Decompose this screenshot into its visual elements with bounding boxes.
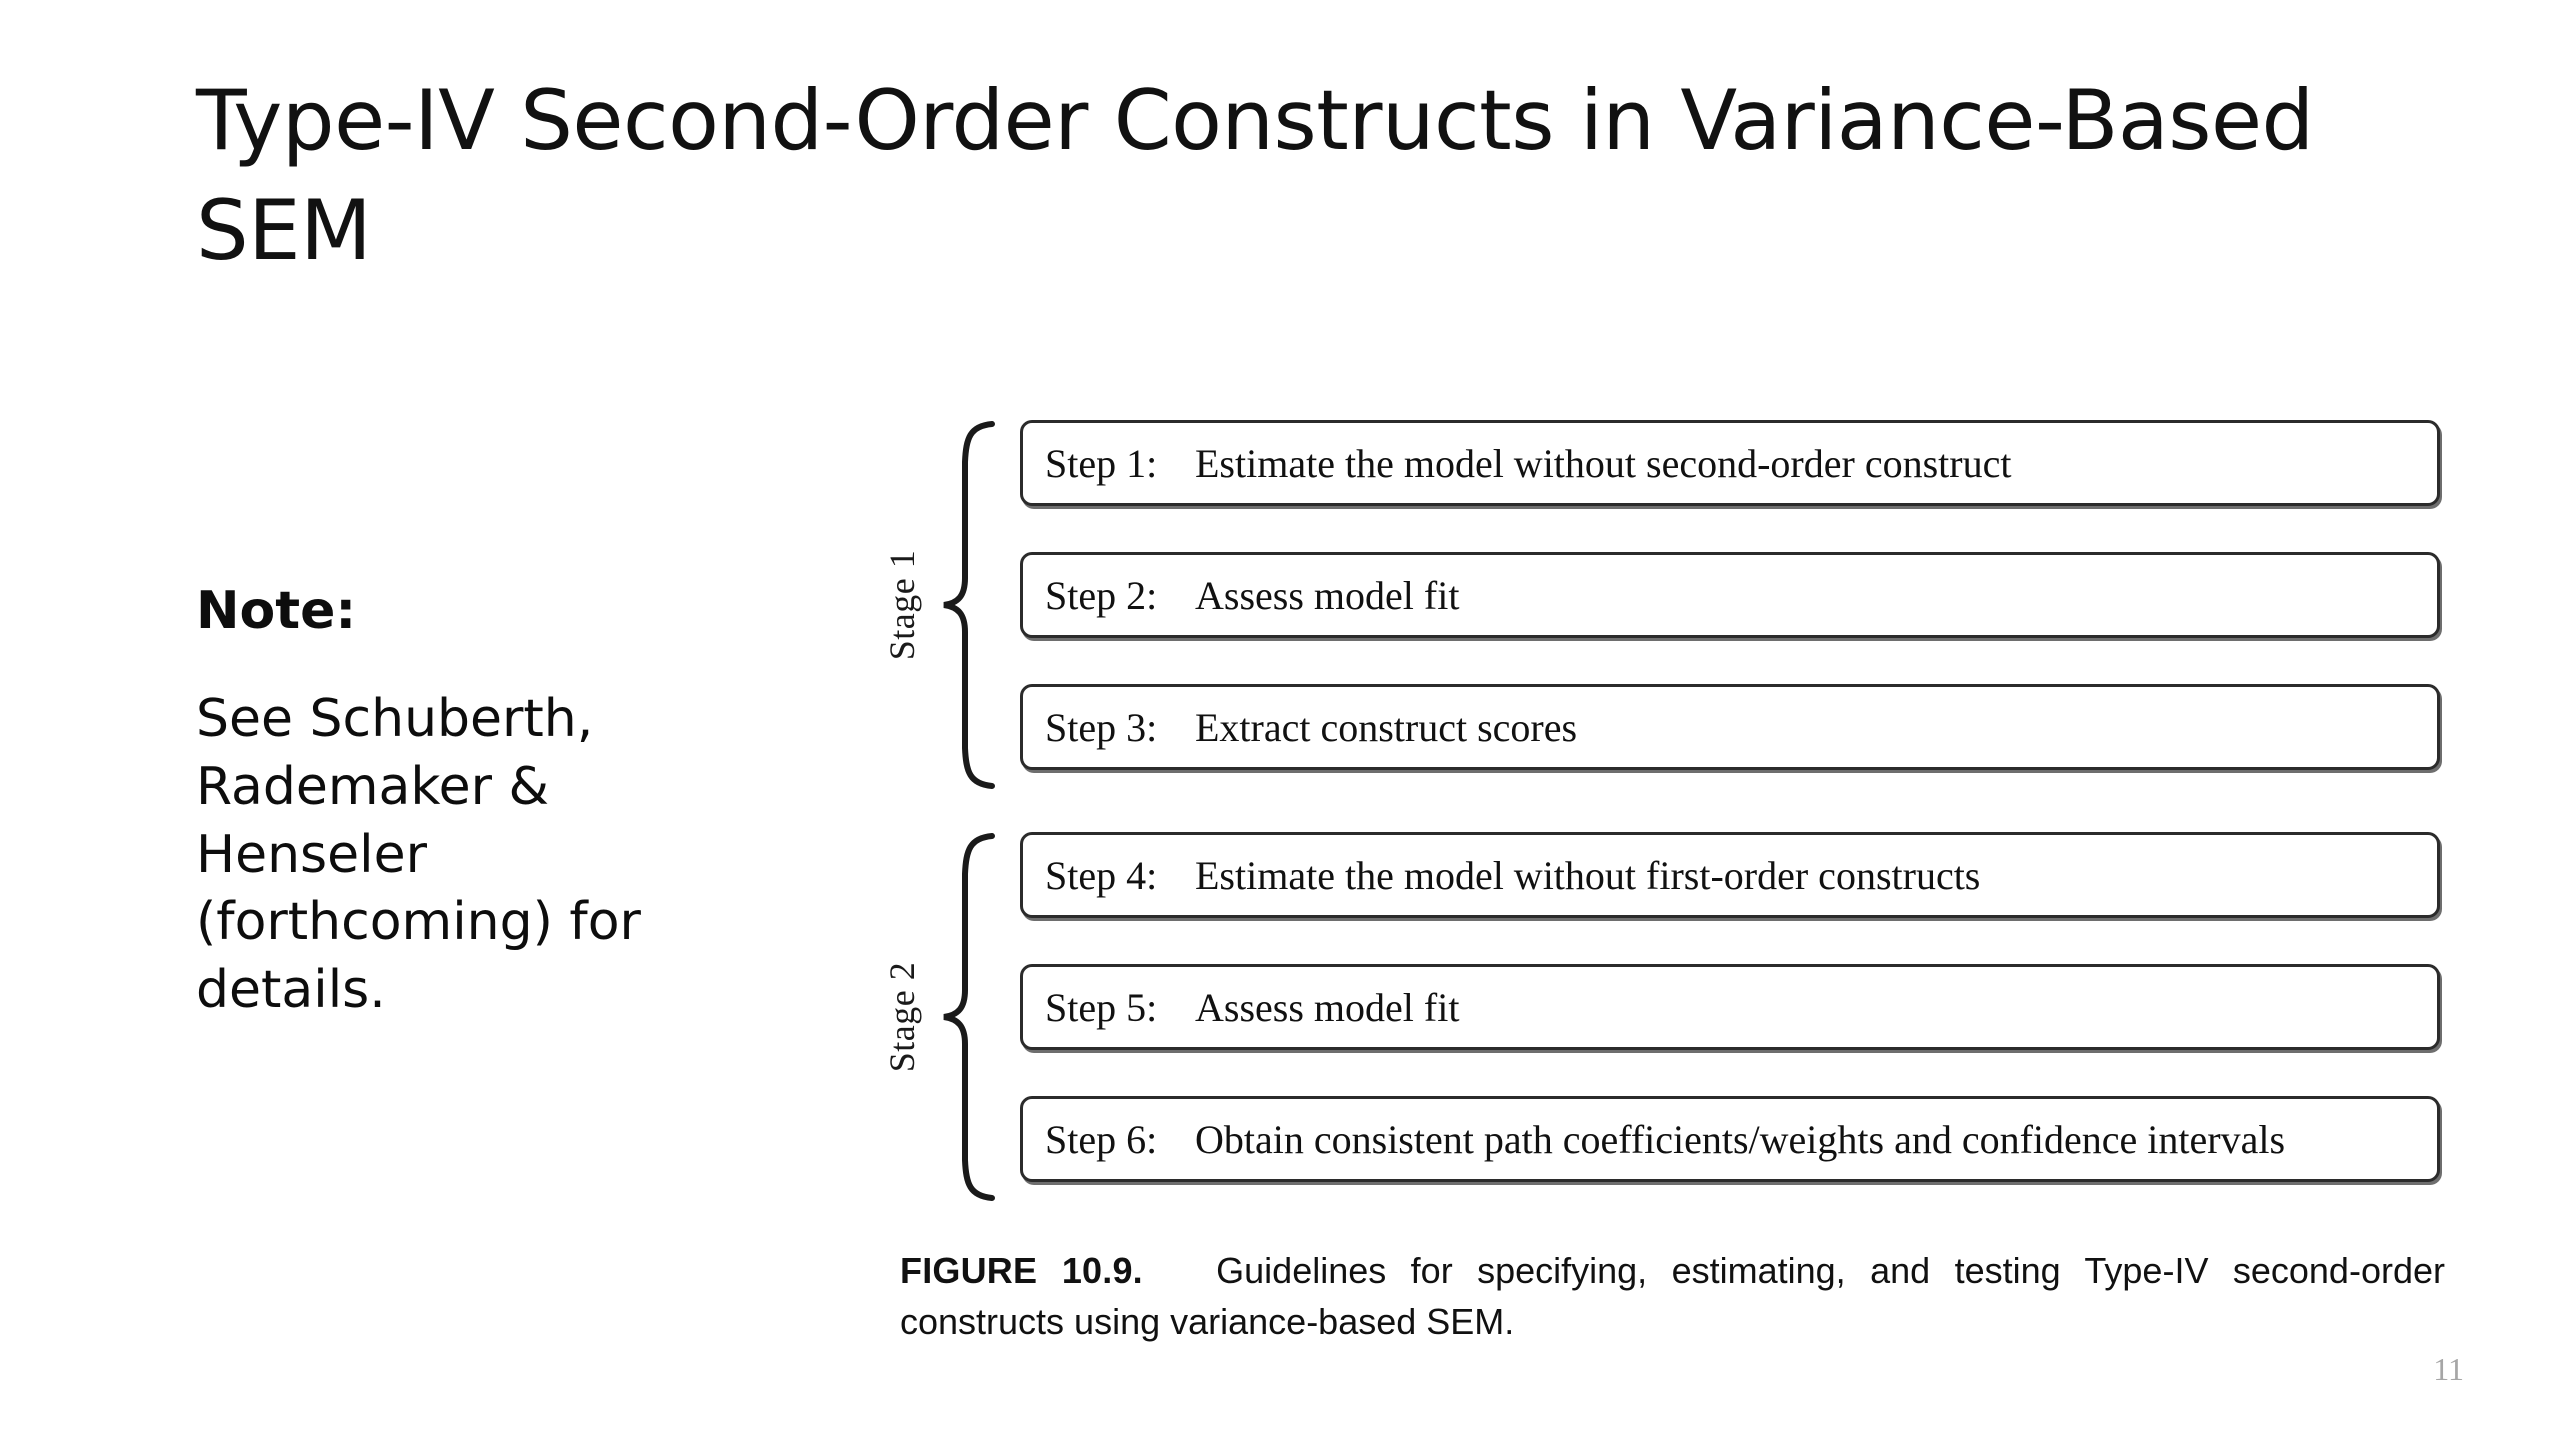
- figure-caption-body: Guidelines for specifying, estimating, a…: [900, 1250, 2445, 1343]
- page-title: Type-IV Second-Order Constructs in Varia…: [196, 72, 2314, 279]
- step-4-text: Estimate the model without first-order c…: [1195, 852, 1981, 898]
- stage-group-1: Stage 1 Step 1: Estimate the model witho…: [880, 420, 2480, 790]
- stage-group-2: Stage 2 Step 4: Estimate the model witho…: [880, 832, 2480, 1202]
- stage-brace-2-icon: [940, 832, 998, 1202]
- step-5-text: Assess model fit: [1195, 984, 1460, 1030]
- figure-caption-label: FIGURE 10.9.: [900, 1250, 1143, 1291]
- figure-caption: FIGURE 10.9. Guidelines for specifying, …: [900, 1245, 2445, 1347]
- note-heading: Note:: [196, 581, 357, 641]
- step-box-1[interactable]: Step 1: Estimate the model without secon…: [1020, 420, 2440, 506]
- stage-2-steps: Step 4: Estimate the model without first…: [1020, 832, 2440, 1182]
- step-1-number: Step 1:: [1045, 440, 1158, 486]
- step-box-3[interactable]: Step 3: Extract construct scores: [1020, 684, 2440, 770]
- stage-1-steps: Step 1: Estimate the model without secon…: [1020, 420, 2440, 770]
- step-4-number: Step 4:: [1045, 852, 1158, 898]
- stage-brace-1-icon: [940, 420, 998, 790]
- stage-label-1: Stage 1: [874, 420, 930, 790]
- stage-label-1-text: Stage 1: [882, 549, 923, 661]
- page-number: 11: [2433, 1351, 2464, 1387]
- step-6-number: Step 6:: [1045, 1116, 1158, 1162]
- note-body: See Schuberth, Rademaker & Henseler (for…: [196, 689, 641, 1020]
- step-box-4[interactable]: Step 4: Estimate the model without first…: [1020, 832, 2440, 918]
- step-5-number: Step 5:: [1045, 984, 1158, 1030]
- step-3-text: Extract construct scores: [1195, 704, 1578, 750]
- stage-label-2-text: Stage 2: [882, 961, 923, 1073]
- step-6-text: Obtain consistent path coefficients/weig…: [1195, 1116, 2286, 1162]
- step-box-5[interactable]: Step 5: Assess model fit: [1020, 964, 2440, 1050]
- step-1-text: Estimate the model without second-order …: [1195, 440, 2012, 486]
- step-2-text: Assess model fit: [1195, 572, 1460, 618]
- stage-label-2: Stage 2: [874, 832, 930, 1202]
- step-3-number: Step 3:: [1045, 704, 1158, 750]
- step-box-2[interactable]: Step 2: Assess model fit: [1020, 552, 2440, 638]
- step-box-6[interactable]: Step 6: Obtain consistent path coefficie…: [1020, 1096, 2440, 1182]
- note-block: Note: See Schuberth, Rademaker & Hensele…: [196, 580, 716, 1024]
- figure-10-9: Stage 1 Step 1: Estimate the model witho…: [880, 400, 2480, 1380]
- step-2-number: Step 2:: [1045, 572, 1158, 618]
